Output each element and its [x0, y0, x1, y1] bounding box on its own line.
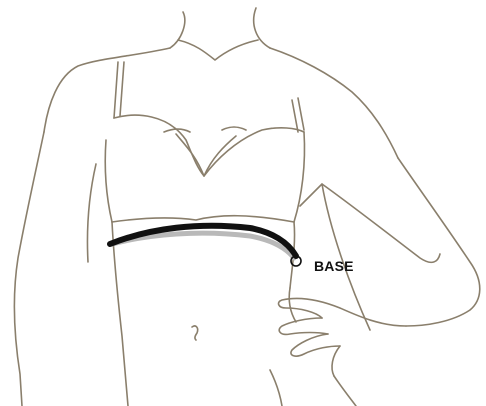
strap-right [292, 100, 298, 132]
strap-left [114, 62, 118, 118]
arm-right-inner-outline [300, 184, 440, 262]
torso-left-outline [112, 222, 128, 406]
waist-right-outline [289, 288, 296, 322]
collarbone-outline [178, 40, 258, 60]
hip-right-inner-outline [270, 370, 282, 406]
shoulder-right-outline [270, 48, 398, 158]
hand-finger-1 [279, 318, 328, 334]
neck-left-outline [170, 12, 185, 48]
hand-finger-2 [291, 334, 340, 356]
arm-left-outline [14, 132, 44, 406]
forearm-outline [322, 184, 370, 330]
neck-right-outline [254, 8, 270, 48]
hip-right-outline [334, 376, 356, 406]
bra-cup-left [114, 115, 204, 176]
hand-outline [279, 298, 406, 326]
arm-right-outer-outline [398, 158, 480, 326]
base-band [110, 226, 301, 266]
bra-cup-left-lower [105, 140, 112, 222]
navel [192, 326, 198, 340]
hand-thumb [332, 346, 340, 376]
arm-left-inner-outline [87, 164, 96, 262]
base-label: BASE [314, 258, 354, 274]
shoulder-left-outline [44, 48, 170, 132]
underbust-outline [112, 216, 294, 222]
bra-seam-right [222, 127, 246, 130]
strap-left-inner [120, 62, 124, 116]
bra-cup-right-lower [294, 132, 305, 222]
strap-right-inner [298, 98, 304, 130]
bra-center-fold [176, 134, 236, 176]
